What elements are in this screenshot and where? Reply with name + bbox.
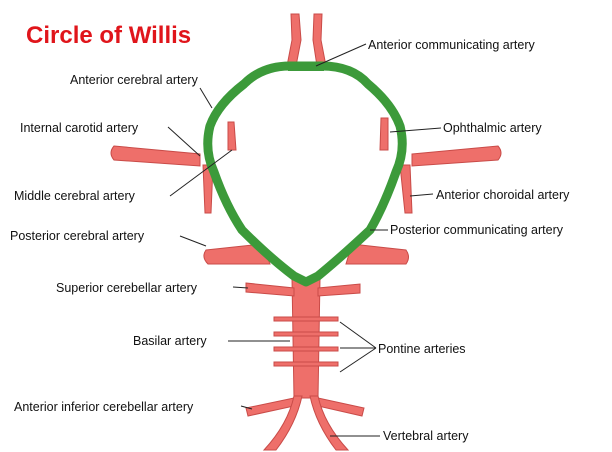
label-basilar-artery: Basilar artery (133, 334, 207, 348)
label-posterior-communicating-artery: Posterior communicating artery (390, 223, 563, 237)
label-internal-carotid-artery: Internal carotid artery (20, 121, 138, 135)
label-pontine-arteries: Pontine arteries (378, 342, 466, 356)
superior-cerebellar-artery-left (246, 283, 294, 296)
internal-carotid-artery-right (400, 165, 412, 213)
middle-cerebral-artery-right (412, 146, 501, 166)
label-middle-cerebral-artery: Middle cerebral artery (14, 189, 135, 203)
label-posterior-cerebral-artery: Posterior cerebral artery (10, 229, 144, 243)
pontine-artery-branch (274, 332, 338, 336)
anterior-cerebral-artery-right (313, 14, 326, 66)
ophthalmic-artery-left (228, 122, 236, 150)
pontine-artery-branch (274, 362, 338, 366)
anterior-inferior-cerebellar-artery-left (246, 398, 294, 416)
superior-cerebellar-artery-right (318, 284, 360, 296)
middle-cerebral-artery-left (111, 146, 200, 166)
label-ophthalmic-artery: Ophthalmic artery (443, 121, 542, 135)
pontine-artery-branch (274, 317, 338, 321)
label-anterior-cerebral-artery: Anterior cerebral artery (70, 73, 198, 87)
pontine-artery-branch (274, 347, 338, 351)
label-anterior-communicating-artery: Anterior communicating artery (368, 38, 535, 52)
anterior-cerebral-artery-left (287, 14, 301, 66)
ophthalmic-artery-right (380, 118, 388, 150)
diagram-title: Circle of Willis (26, 22, 191, 50)
anterior-communicating-segment (288, 62, 324, 71)
label-anterior-choroidal-artery: Anterior choroidal artery (436, 188, 569, 202)
anterior-inferior-cerebellar-artery-right (318, 398, 364, 416)
basilar-artery-trunk (292, 278, 320, 398)
label-superior-cerebellar-artery: Superior cerebellar artery (56, 281, 197, 295)
label-vertebral-artery: Vertebral artery (383, 429, 468, 443)
label-anterior-inferior-cerebellar-artery: Anterior inferior cerebellar artery (14, 400, 193, 414)
